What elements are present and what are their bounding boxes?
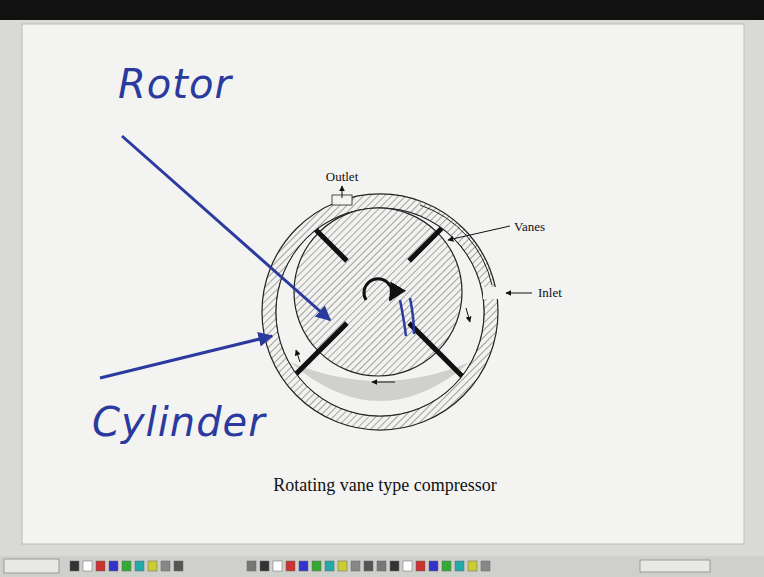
handwritten-note: Cylinder xyxy=(92,400,266,444)
figure-caption: Rotating vane type compressor xyxy=(273,476,496,496)
taskbar xyxy=(0,556,764,577)
part-label: Vanes xyxy=(514,220,545,234)
slide xyxy=(22,24,744,544)
leader-lines xyxy=(100,136,532,378)
port-label: Outlet xyxy=(326,170,359,184)
compressor xyxy=(262,194,501,430)
toolbar-icons xyxy=(4,559,710,573)
top-bar xyxy=(0,0,764,20)
port-label: Inlet xyxy=(538,286,562,300)
handwritten-note: Rotor xyxy=(118,62,232,106)
